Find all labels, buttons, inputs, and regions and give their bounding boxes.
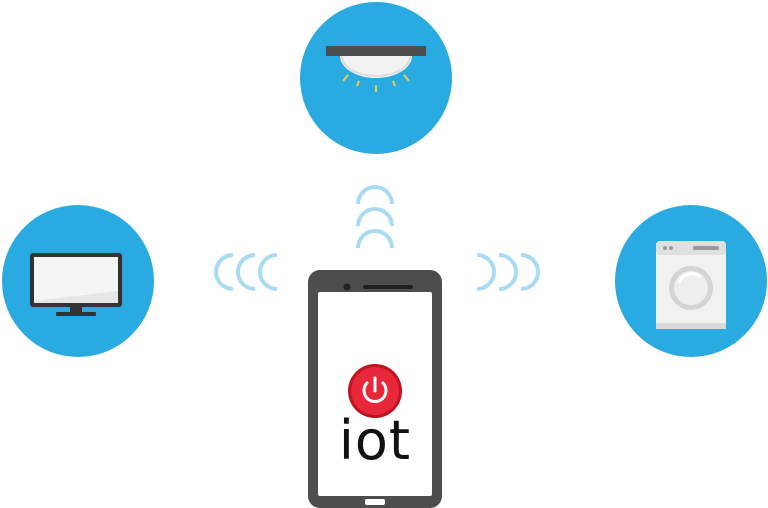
washing-machine-icon — [615, 205, 767, 357]
signal-waves-left-icon — [214, 253, 278, 291]
tv-device — [2, 205, 154, 357]
app-label: iot — [338, 409, 412, 472]
ceiling-light-icon — [300, 2, 452, 154]
signal-waves-right-icon — [476, 253, 540, 291]
washing-machine-device — [615, 205, 767, 357]
power-icon[interactable] — [346, 362, 404, 420]
tv-monitor-icon — [2, 205, 154, 357]
signal-waves-up-icon — [356, 185, 394, 249]
ceiling-light-device — [300, 2, 452, 154]
